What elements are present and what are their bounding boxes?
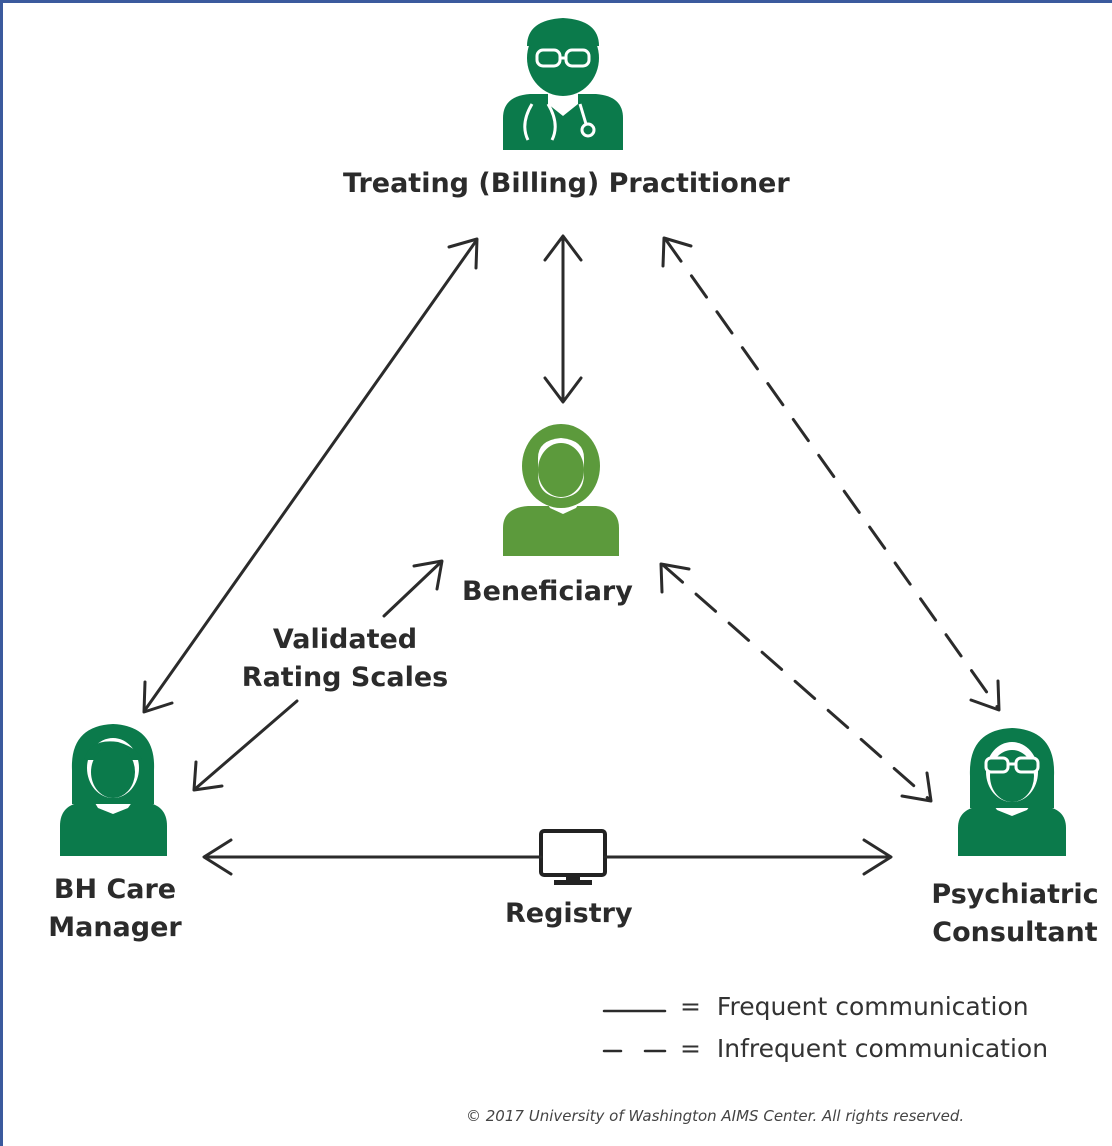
consultant-line1: Psychiatric xyxy=(931,879,1099,910)
copyright-notice: © 2017 University of Washington AIMS Cen… xyxy=(466,1107,965,1125)
care-manager-label: BH Care Manager xyxy=(40,871,190,947)
rating-scales-line2: Rating Scales xyxy=(241,662,449,693)
person-icon xyxy=(503,424,619,556)
monitor-icon xyxy=(539,829,607,885)
beneficiary-label: Beneficiary xyxy=(462,576,633,607)
practitioner-caremanager-arrow xyxy=(142,237,479,714)
care-manager-line1: BH Care xyxy=(53,874,177,905)
practitioner-label: Treating (Billing) Practitioner xyxy=(343,168,790,199)
care-manager-line2: Manager xyxy=(48,912,182,943)
beneficiary-caremanager-arrow xyxy=(192,559,444,792)
legend-frequent-sep: = xyxy=(680,992,701,1021)
legend-infrequent: = Infrequent communication xyxy=(680,1034,1048,1063)
rating-scales-label: Validated Rating Scales xyxy=(236,621,454,697)
consultant-line2: Consultant xyxy=(932,917,1098,948)
practitioner-consultant-dashed-arrow xyxy=(661,236,1001,712)
practitioner-beneficiary-arrow xyxy=(543,234,583,404)
rating-scales-line1: Validated xyxy=(272,624,418,655)
woman-glasses-icon xyxy=(958,728,1066,856)
caremanager-consultant-arrow xyxy=(202,838,893,876)
legend-frequent: = Frequent communication xyxy=(680,992,1029,1021)
doctor-icon xyxy=(503,18,623,150)
registry-label: Registry xyxy=(505,898,633,929)
consultant-label: Psychiatric Consultant xyxy=(924,876,1106,952)
legend-frequent-text: Frequent communication xyxy=(716,992,1029,1021)
legend-infrequent-sep: = xyxy=(680,1034,701,1063)
woman-icon xyxy=(60,724,167,856)
legend-infrequent-text: Infrequent communication xyxy=(716,1034,1049,1063)
beneficiary-consultant-dashed-arrow xyxy=(659,562,933,803)
